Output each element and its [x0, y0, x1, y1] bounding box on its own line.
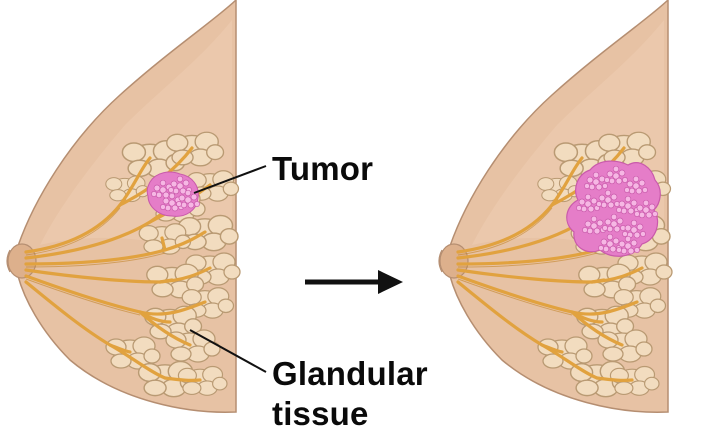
glandular-tissue-label-line2: tissue — [272, 395, 369, 433]
breast-before — [7, 0, 240, 412]
glandular-tissue-label-line1: Glandular — [272, 355, 428, 393]
tumor-large — [567, 161, 661, 256]
panel-after — [439, 0, 672, 412]
panel-before — [7, 0, 266, 412]
tumor-label: Tumor — [272, 150, 373, 188]
right-arrow-icon — [305, 270, 403, 294]
